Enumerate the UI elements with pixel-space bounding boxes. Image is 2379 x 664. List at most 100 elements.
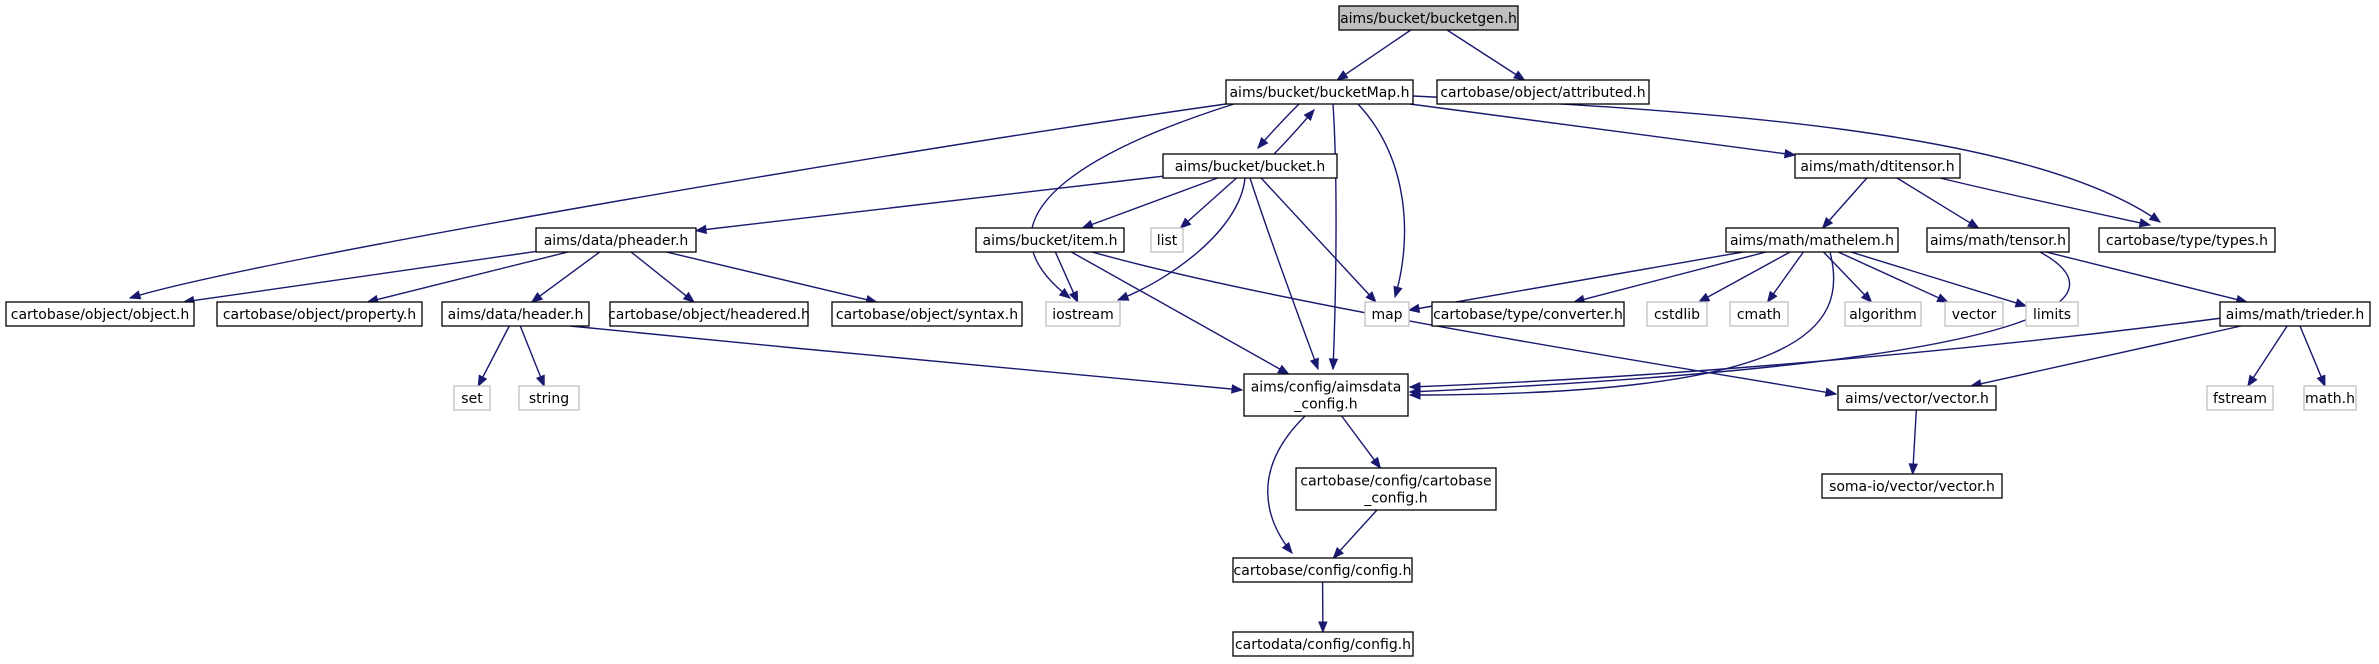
node-limits[interactable]: limits — [2025, 301, 2079, 327]
node-bucketMap[interactable]: aims/bucket/bucketMap.h — [1225, 79, 1414, 105]
node-iostream[interactable]: iostream — [1045, 301, 1121, 327]
node-label-attributed-0: cartobase/object/attributed.h — [1440, 85, 1645, 101]
edge-arrowhead-bucket-to-iostream — [1116, 291, 1130, 301]
node-box-fstream — [2206, 385, 2274, 411]
edge-item-to-aimsdata_config — [1071, 251, 1282, 371]
edge-arrowhead-cartobase_config-to-cbconfig — [1332, 547, 1344, 559]
node-box-types — [2098, 227, 2276, 253]
node-label-headered-0: cartobase/object/headered.h — [608, 307, 810, 323]
node-mathh[interactable]: math.h — [2303, 385, 2357, 411]
node-types[interactable]: cartobase/type/types.h — [2098, 227, 2276, 253]
node-string[interactable]: string — [518, 385, 580, 411]
node-bucket[interactable]: aims/bucket/bucket.h — [1162, 153, 1338, 179]
node-trieder[interactable]: aims/math/trieder.h — [2219, 301, 2371, 327]
edge-arrowhead-header-to-string — [535, 374, 545, 388]
nodes-layer: aims/bucket/bucketgen.h aims/bucket/bucke… — [5, 5, 2371, 657]
node-syntax[interactable]: cartobase/object/syntax.h — [831, 301, 1023, 327]
edge-header-to-aimsdata_config — [569, 325, 1243, 391]
node-label-fstream-0: fstream — [2213, 391, 2267, 407]
edge-pheader-to-property — [376, 251, 569, 301]
node-label-somavector-0: soma-io/vector/vector.h — [1829, 479, 1995, 495]
node-item[interactable]: aims/bucket/item.h — [975, 227, 1125, 253]
edge-arrowhead-trieder-to-fstream — [2247, 374, 2258, 388]
edge-item-to-aimsvector — [1091, 251, 1837, 395]
edge-arrowhead-item-to-iostream — [1069, 290, 1079, 304]
edge-dtitensor-to-types — [1939, 177, 2151, 226]
node-somavector[interactable]: soma-io/vector/vector.h — [1821, 473, 2003, 499]
edge-arrowhead-bucket-to-bucketMap — [1303, 108, 1315, 122]
node-map[interactable]: map — [1364, 301, 1410, 327]
edge-bucketgen-to-attributed — [1446, 29, 1518, 76]
node-label-cstdlib-0: cstdlib — [1654, 307, 1700, 323]
node-cartobase_config[interactable]: cartobase/config/cartobase_config.h — [1295, 467, 1497, 511]
edge-pheader-to-headered — [630, 251, 688, 297]
node-label-dtitensor-0: aims/math/dtitensor.h — [1800, 159, 1954, 175]
node-headered[interactable]: cartobase/object/headered.h — [608, 301, 810, 327]
edge-bucketMap-to-dtitensor — [1409, 103, 1787, 155]
node-aimsvector[interactable]: aims/vector/vector.h — [1837, 385, 1997, 411]
edge-arrowhead-header-to-aimsdata_config — [1231, 384, 1244, 394]
node-label-iostream-0: iostream — [1052, 307, 1114, 323]
edge-tensor-to-aimsdata_config — [1409, 251, 2071, 393]
node-box-pheader — [535, 227, 697, 253]
node-cdconfig[interactable]: cartodata/config/config.h — [1232, 631, 1414, 657]
node-box-object — [5, 301, 195, 327]
edge-bucketgen-to-bucketMap — [1344, 29, 1412, 76]
node-box-cartobase_config — [1295, 467, 1497, 511]
node-property[interactable]: cartobase/object/property.h — [216, 301, 423, 327]
node-aimsdata_config[interactable]: aims/config/aimsdata_config.h — [1243, 373, 1409, 417]
edge-arrowhead-bucket-to-map — [1365, 291, 1377, 303]
node-list[interactable]: list — [1150, 227, 1184, 253]
node-header[interactable]: aims/data/header.h — [441, 301, 590, 327]
node-box-cstdlib — [1646, 301, 1708, 327]
node-set[interactable]: set — [453, 385, 491, 411]
node-bucketgen[interactable]: aims/bucket/bucketgen.h — [1338, 5, 1519, 31]
edge-bucket-to-aimsdata_config — [1249, 177, 1319, 370]
node-box-iostream — [1045, 301, 1121, 327]
node-fstream[interactable]: fstream — [2206, 385, 2274, 411]
edge-arrowhead-bucketMap-to-aimsdata_config — [1328, 358, 1339, 371]
edge-trieder-to-fstream — [2252, 325, 2288, 379]
edge-mathelem-to-vector — [1837, 251, 1940, 299]
node-label-mathh-0: math.h — [2305, 391, 2355, 407]
edge-arrowhead-bucketMap-to-bucket — [1257, 136, 1269, 150]
node-box-cbconfig — [1232, 557, 1413, 583]
node-box-algorithm — [1844, 301, 1922, 327]
node-box-map — [1364, 301, 1410, 327]
node-box-set — [453, 385, 491, 411]
node-pheader[interactable]: aims/data/pheader.h — [535, 227, 697, 253]
node-label-map-0: map — [1371, 307, 1402, 323]
edge-bucketMap-to-object — [129, 103, 1227, 299]
node-label-cartobase_config-0: cartobase/config/cartobase — [1300, 474, 1491, 490]
edge-mathelem-to-cstdlib — [1706, 251, 1791, 299]
node-label-bucketMap-0: aims/bucket/bucketMap.h — [1229, 85, 1409, 101]
node-cmath[interactable]: cmath — [1729, 301, 1789, 327]
node-box-limits — [2025, 301, 2079, 327]
edge-arrowhead-aimsdata_config-to-cartobase_config — [1370, 456, 1382, 470]
edge-arrowhead-trieder-to-mathh — [2316, 374, 2326, 388]
edge-bucketMap-to-iostream — [1030, 103, 1235, 299]
node-label-list-0: list — [1157, 233, 1178, 249]
edge-mathelem-to-limits — [1850, 251, 2018, 305]
edge-trieder-to-aimsdata_config — [1409, 317, 2223, 388]
node-object[interactable]: cartobase/object/object.h — [5, 301, 195, 327]
node-vector[interactable]: vector — [1944, 301, 2004, 327]
edge-arrowhead-mathelem-to-cmath — [1766, 290, 1778, 304]
node-label-header-0: aims/data/header.h — [448, 307, 584, 323]
edge-mathelem-to-map — [1417, 251, 1744, 310]
node-tensor[interactable]: aims/math/tensor.h — [1926, 227, 2070, 253]
node-converter[interactable]: cartobase/type/converter.h — [1431, 301, 1625, 327]
node-cbconfig[interactable]: cartobase/config/config.h — [1232, 557, 1413, 583]
node-label-property-0: cartobase/object/property.h — [223, 307, 416, 323]
node-box-trieder — [2219, 301, 2371, 327]
node-cstdlib[interactable]: cstdlib — [1646, 301, 1708, 327]
node-attributed[interactable]: cartobase/object/attributed.h — [1436, 79, 1650, 105]
node-box-dtitensor — [1794, 153, 1961, 179]
node-algorithm[interactable]: algorithm — [1844, 301, 1922, 327]
node-mathelem[interactable]: aims/math/mathelem.h — [1725, 227, 1899, 253]
edge-bucketMap-to-aimsdata_config — [1332, 103, 1337, 370]
edge-bucket-to-map — [1260, 177, 1371, 296]
edge-arrowhead-aimsvector-to-somavector — [1908, 463, 1919, 476]
edge-bucketMap-to-map — [1357, 103, 1406, 298]
node-dtitensor[interactable]: aims/math/dtitensor.h — [1794, 153, 1961, 179]
